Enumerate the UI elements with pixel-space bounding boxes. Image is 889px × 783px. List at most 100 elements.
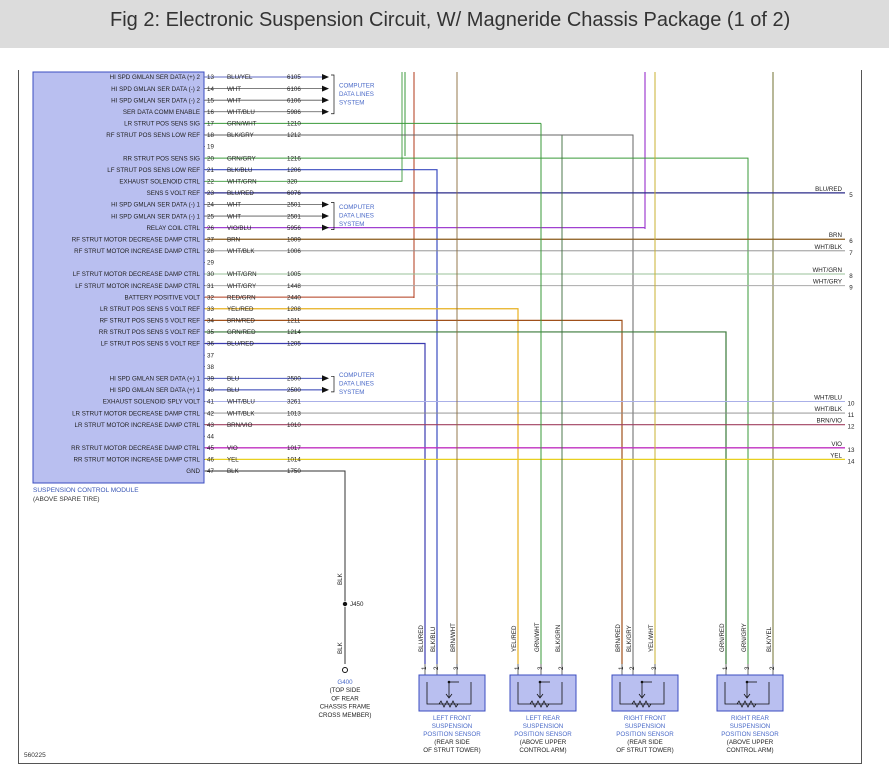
bracket <box>331 375 335 393</box>
pin-row: 44 <box>204 433 214 440</box>
pin-label: LR STRUT POS SENS 5 VOLT REF <box>100 306 200 313</box>
pin-number: 30 <box>207 271 214 278</box>
pin-number: 46 <box>207 457 214 464</box>
sensor-pin-number: 2 <box>769 666 776 670</box>
circuit-number: 1010 <box>287 422 301 429</box>
circuit-number: 1205 <box>287 341 301 348</box>
pin-number: 36 <box>207 341 214 348</box>
sensor-name: SUSPENSION <box>523 723 564 730</box>
sensor-name: LEFT REAR <box>526 715 560 722</box>
wire <box>205 319 623 664</box>
sensor-pin-number: 2 <box>433 666 440 670</box>
pin-number: 44 <box>207 433 214 440</box>
sensor-name: RIGHT REAR <box>731 715 770 722</box>
pin-label: RR STRUT MOTOR INCREASE DAMP CTRL <box>73 457 200 464</box>
pin-label: LF STRUT POS SENS LOW REF <box>107 167 200 174</box>
pin-label: EXHAUST SOLENOID CTRL <box>119 178 200 185</box>
wire-color-label: BLK/BLU <box>227 167 252 174</box>
pin-label: LR STRUT MOTOR DECREASE DAMP CTRL <box>72 410 200 417</box>
wire-color-label: BRN/RED <box>227 318 255 325</box>
wire-color-label: YEL/RED <box>227 306 254 313</box>
circuit-number: 1206 <box>287 167 301 174</box>
wire-color-label: GRN/RED <box>227 329 256 336</box>
sensor-wire-color: YEL/RED <box>511 625 518 652</box>
wire <box>205 157 749 664</box>
wire-color-label: WHT/BLU <box>227 399 255 406</box>
ground-label: CROSS MEMBER) <box>319 712 372 719</box>
right-wire-number: 6 <box>849 238 853 245</box>
pin-label: RF STRUT POS SENS 5 VOLT REF <box>100 318 201 325</box>
data-lines-label: DATA LINES <box>339 91 374 98</box>
data-lines-label: COMPUTER <box>339 204 375 211</box>
wire-color-label: BRN <box>227 236 240 243</box>
sensor-name: LEFT FRONT <box>433 715 471 722</box>
pin-number: 28 <box>207 248 214 255</box>
circuit-number: 1208 <box>287 306 301 313</box>
circuit-number: 320 <box>287 178 298 185</box>
right-wire-number: 8 <box>849 273 853 280</box>
wire-color-label: BLK/GRY <box>227 132 254 139</box>
pin-number: 40 <box>207 387 214 394</box>
circuit-number: 5956 <box>287 225 301 232</box>
right-wire-color: BRN/VIO <box>817 418 843 425</box>
sensor-pin-number: 1 <box>618 666 625 670</box>
pin-row: 29 <box>204 260 214 267</box>
ground-label: CHASSIS FRAME <box>320 704 371 711</box>
wire-color-label: GRN/GRY <box>227 155 256 162</box>
wire-color-label: WHT/GRN <box>227 271 257 278</box>
resistor-zigzag-icon <box>736 700 757 708</box>
pin-number: 22 <box>207 178 214 185</box>
pin-number: 38 <box>207 364 214 371</box>
pin-label: BATTERY POSITIVE VOLT <box>124 294 200 301</box>
pin-number: 39 <box>207 375 214 382</box>
right-wire-color: WHT/BLU <box>814 394 842 401</box>
sensor-name: SUSPENSION <box>730 723 771 730</box>
right-wire-color: WHT/GRY <box>813 279 842 286</box>
wire <box>205 169 438 664</box>
right-wire-color: BRN <box>829 232 842 239</box>
resistor-icon <box>619 682 665 705</box>
resistor-icon <box>426 682 472 705</box>
sensor-pin-number: 1 <box>421 666 428 670</box>
pin-label: RELAY COIL CTRL <box>146 225 200 232</box>
sensor-name: SUSPENSION <box>432 723 473 730</box>
figure-header: Fig 2: Electronic Suspension Circuit, W/… <box>0 0 889 48</box>
sensor-name: POSITION SENSOR <box>616 731 674 738</box>
sensor-wire-color: GRN/RED <box>719 623 726 652</box>
right-wire-number: 14 <box>848 458 855 465</box>
pin-number: 16 <box>207 109 214 116</box>
sensor-wire-color: BLK/GRN <box>555 625 562 652</box>
circuit-number: 1750 <box>287 468 301 475</box>
sensor-pin-number: 3 <box>651 666 658 670</box>
diagram-frame <box>18 70 862 764</box>
pin-number: 47 <box>207 468 214 475</box>
wire-color-label: BLU/RED <box>227 190 254 197</box>
sensor-location: (REAR SIDE <box>434 739 469 746</box>
circuit-number: 1014 <box>287 457 301 464</box>
resistor-zigzag-icon <box>438 700 459 708</box>
wiper-arrow-icon <box>536 682 544 699</box>
right-wire-color: WHT/GRN <box>812 267 842 274</box>
circuit-number: 1216 <box>287 155 301 162</box>
sensor-pin-number: 2 <box>629 666 636 670</box>
sensor-pin-number: 1 <box>722 666 729 670</box>
pin-row: 37 <box>204 352 214 359</box>
pin-row: 19 <box>204 144 214 151</box>
wire-color-label: WHT/BLK <box>227 248 255 255</box>
pin-number: 35 <box>207 329 214 336</box>
circuit-number: 6106 <box>287 86 301 93</box>
sensor-name: RIGHT FRONT <box>624 715 666 722</box>
resistor-icon <box>517 682 563 705</box>
arrow-icon <box>322 201 329 208</box>
wire-color-label: WHT <box>227 86 241 93</box>
